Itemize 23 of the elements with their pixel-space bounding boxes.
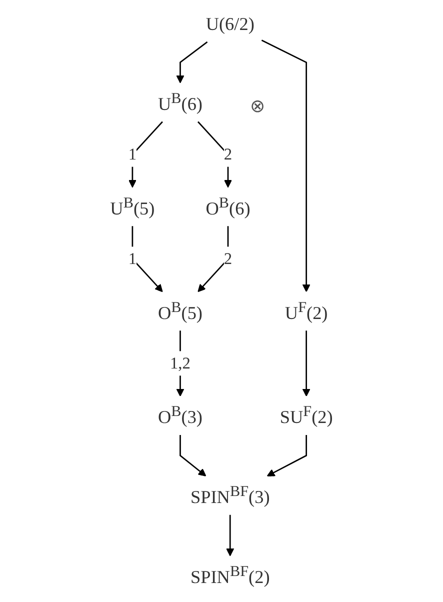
arrow xyxy=(176,41,208,84)
group-label: U$^{B}$(6) xyxy=(158,89,202,114)
edge-label: 1,2 xyxy=(170,354,190,372)
group-label: SPIN$^{BF}$(3) xyxy=(190,482,270,508)
edge-label: 2 xyxy=(224,249,232,268)
arrow xyxy=(266,435,308,476)
arrow xyxy=(302,330,310,397)
group-label: O$^{B}$(5) xyxy=(158,298,202,324)
group-label: O$^{B}$(3) xyxy=(158,402,202,428)
group-label: SU$^{F}$(2) xyxy=(280,402,333,428)
edge-label: 2 xyxy=(224,144,232,164)
group-label: O$^{B}$(6) xyxy=(206,194,250,219)
edge-label: 1 xyxy=(128,249,137,268)
group-label: SPIN$^{BF}$(2) xyxy=(190,562,270,588)
group-label: U$^{B}$(5) xyxy=(110,194,155,219)
group-label: U$^{F}$(2) xyxy=(284,298,328,324)
arrow xyxy=(180,435,206,476)
arrow xyxy=(128,121,163,188)
edge-label: 1 xyxy=(128,144,137,164)
tensor-product-symbol: ⊗ xyxy=(250,95,265,117)
arrow xyxy=(261,40,310,292)
arrow xyxy=(226,514,234,556)
group-label: U(6/2) xyxy=(206,14,254,35)
